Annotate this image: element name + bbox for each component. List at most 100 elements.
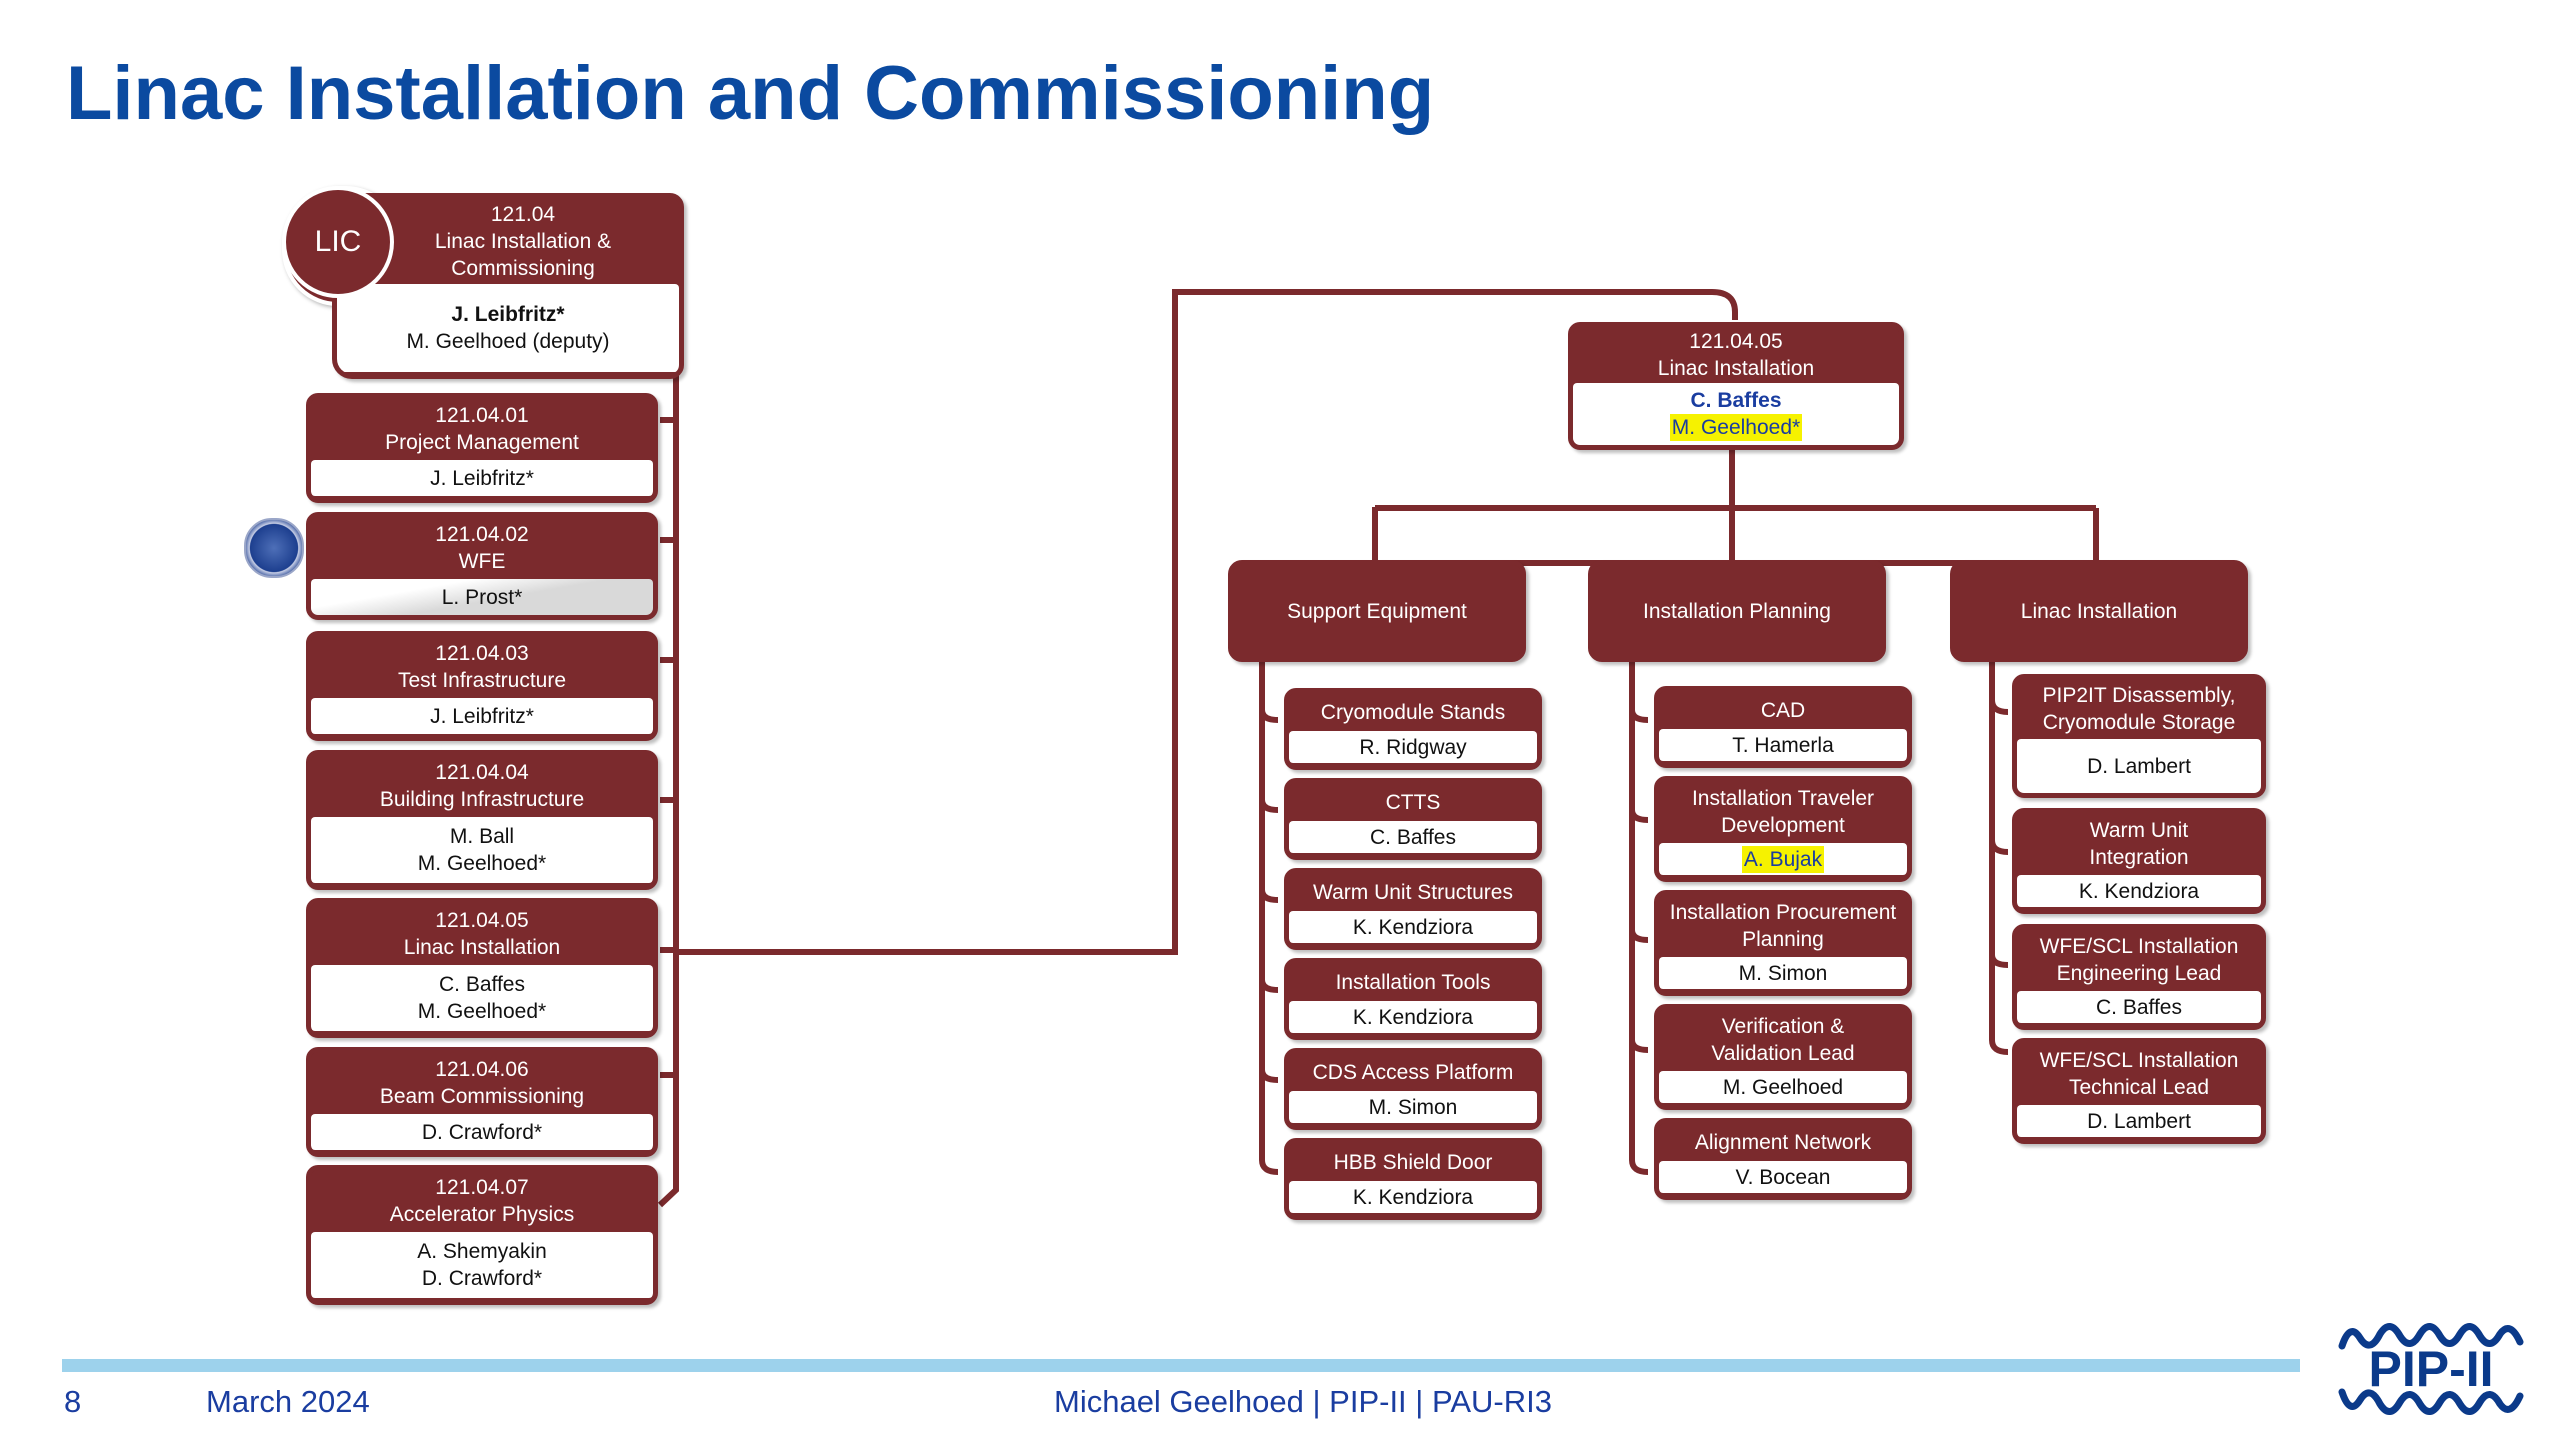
box-code: 121.04.02 <box>435 523 529 546</box>
box-person: M. Geelhoed* <box>417 1000 547 1023</box>
box-name: Test Infrastructure <box>397 669 567 692</box>
item-name: Installation Tools <box>1335 970 1491 994</box>
box-code: 121.04.05 <box>1689 330 1783 353</box>
box-code: 121.04.06 <box>435 1058 529 1081</box>
footer-center-text: Michael Geelhoed | PIP-II | PAU-RI3 <box>1054 1384 1552 1419</box>
box-121-04-07: 121.04.07 Accelerator Physics A. Shemyak… <box>306 1165 658 1305</box>
box-person: D. Crawford* <box>421 1120 543 1144</box>
item-cad: CAD T. Hamerla <box>1654 686 1912 768</box>
item-person: D. Lambert <box>2087 754 2191 778</box>
box-code: 121.04.01 <box>435 404 529 427</box>
item-person: K. Kendziora <box>1352 1005 1474 1029</box>
box-person: J. Leibfritz* <box>430 704 534 728</box>
support-spine <box>1259 655 1279 1175</box>
item-name: WFE/SCL Installation Engineering Lead <box>2039 935 2239 985</box>
box-121-04-04: 121.04.04 Building Infrastructure M. Bal… <box>306 750 658 890</box>
footer-date: March 2024 <box>206 1384 370 1419</box>
box-name: Linac Installation & <box>434 229 612 253</box>
box-name: Accelerator Physics <box>389 1203 575 1226</box>
box-name: Linac Installation <box>403 936 561 959</box>
box-121-04-01: 121.04.01 Project Management J. Leibfrit… <box>306 393 658 503</box>
group-linac-installation: Linac Installation <box>1950 560 2248 662</box>
box-lead: J. Leibfritz* <box>451 303 565 326</box>
box-121-04-06: 121.04.06 Beam Commissioning D. Crawford… <box>306 1047 658 1157</box>
item-person: K. Kendziora <box>2078 879 2200 903</box>
box-name: Commissioning <box>451 256 595 280</box>
item-installation-procurement: Installation Procurement Planning M. Sim… <box>1654 890 1912 996</box>
box-person: M. Ball <box>449 825 515 848</box>
item-name: PIP2IT Disassembly, Cryomodule Storage <box>2042 684 2236 734</box>
item-name: CTTS <box>1385 790 1441 814</box>
box-person: A. Shemyakin <box>417 1240 547 1263</box>
item-wfe-scl-engineering: WFE/SCL Installation Engineering Lead C.… <box>2012 924 2266 1030</box>
group-branch-lines <box>1371 505 2099 562</box>
page-number: 8 <box>64 1384 82 1419</box>
box-121-04-02: 121.04.02 WFE L. Prost* <box>306 512 658 620</box>
item-name: Cryomodule Stands <box>1320 700 1506 724</box>
box-code: 121.04 <box>490 202 556 226</box>
box-right-121-04-05: 121.04.05 Linac Installation C. Baffes M… <box>1568 322 1904 450</box>
item-person: A. Bujak <box>1741 845 1825 873</box>
seal-logo <box>244 518 304 578</box>
group-label: Linac Installation <box>2020 599 2178 623</box>
box-name: Building Infrastructure <box>379 788 585 811</box>
item-person: M. Simon <box>1368 1095 1458 1119</box>
box-121-04-03: 121.04.03 Test Infrastructure J. Leibfri… <box>306 631 658 741</box>
item-person: D. Lambert <box>2087 1109 2191 1133</box>
item-name: HBB Shield Door <box>1333 1150 1493 1174</box>
box-second: M. Geelhoed* <box>1669 414 1803 441</box>
item-wfe-scl-technical: WFE/SCL Installation Technical Lead D. L… <box>2012 1038 2266 1144</box>
box-name: WFE <box>458 550 506 573</box>
page-title: Linac Installation and Commissioning <box>66 51 1435 136</box>
item-installation-tools: Installation Tools K. Kendziora <box>1284 958 1542 1040</box>
item-name: Warm Unit Integration <box>2089 819 2189 869</box>
box-deputy: M. Geelhoed (deputy) <box>406 330 610 353</box>
item-verification-validation: Verification & Validation Lead M. Geelho… <box>1654 1004 1912 1110</box>
box-name: Linac Installation <box>1657 357 1815 380</box>
item-installation-traveler: Installation Traveler Development A. Buj… <box>1654 776 1912 882</box>
item-name: Verification & Validation Lead <box>1711 1015 1855 1065</box>
item-person: T. Hamerla <box>1732 733 1834 757</box>
item-warm-unit-integration: Warm Unit Integration K. Kendziora <box>2012 808 2266 914</box>
box-code: 121.04.03 <box>435 642 529 665</box>
item-alignment-network: Alignment Network V. Bocean <box>1654 1118 1912 1200</box>
box-code: 121.04.07 <box>435 1176 529 1199</box>
item-name: CDS Access Platform <box>1312 1060 1514 1084</box>
item-person: V. Bocean <box>1735 1165 1831 1189</box>
item-name: Installation Procurement Planning <box>1669 901 1897 951</box>
left-branch-lines <box>660 417 676 1078</box>
lic-badge-overlay: LIC <box>282 186 394 298</box>
box-person: M. Geelhoed* <box>417 852 547 875</box>
box-name: Beam Commissioning <box>379 1085 585 1108</box>
box-person: D. Crawford* <box>421 1267 543 1290</box>
group-label: Support Equipment <box>1287 599 1467 623</box>
item-ctts: CTTS C. Baffes <box>1284 778 1542 860</box>
linac-spine <box>1989 655 2009 1055</box>
logo-wave-icon <box>2338 1323 2524 1415</box>
item-person: M. Geelhoed <box>1722 1075 1844 1099</box>
box-lead: C. Baffes <box>1690 389 1782 412</box>
pip-ii-logo: PIP-II <box>2336 1312 2526 1422</box>
box-121-04-05: 121.04.05 Linac Installation C. Baffes M… <box>306 898 658 1038</box>
logo-text: PIP-II <box>2368 1341 2494 1397</box>
planning-spine <box>1629 655 1649 1175</box>
item-person: M. Simon <box>1738 961 1828 985</box>
item-cds-access-platform: CDS Access Platform M. Simon <box>1284 1048 1542 1130</box>
item-person: K. Kendziora <box>1352 915 1474 939</box>
item-person: C. Baffes <box>2096 995 2182 1019</box>
box-name: Project Management <box>385 431 579 454</box>
item-name: WFE/SCL Installation Technical Lead <box>2039 1049 2239 1099</box>
box-person: J. Leibfritz* <box>430 466 534 490</box>
item-name: Alignment Network <box>1694 1130 1872 1154</box>
item-person: K. Kendziora <box>1352 1185 1474 1209</box>
item-pip2it-disassembly: PIP2IT Disassembly, Cryomodule Storage D… <box>2012 674 2266 798</box>
group-installation-planning: Installation Planning <box>1588 560 1886 662</box>
item-cryomodule-stands: Cryomodule Stands R. Ridgway <box>1284 688 1542 770</box>
box-code: 121.04.04 <box>435 761 529 784</box>
box-person: L. Prost* <box>441 585 523 609</box>
lic-label: LIC <box>314 225 362 258</box>
group-support-equipment: Support Equipment <box>1228 560 1526 662</box>
item-hbb-shield-door: HBB Shield Door K. Kendziora <box>1284 1138 1542 1220</box>
item-person: C. Baffes <box>1370 825 1456 849</box>
